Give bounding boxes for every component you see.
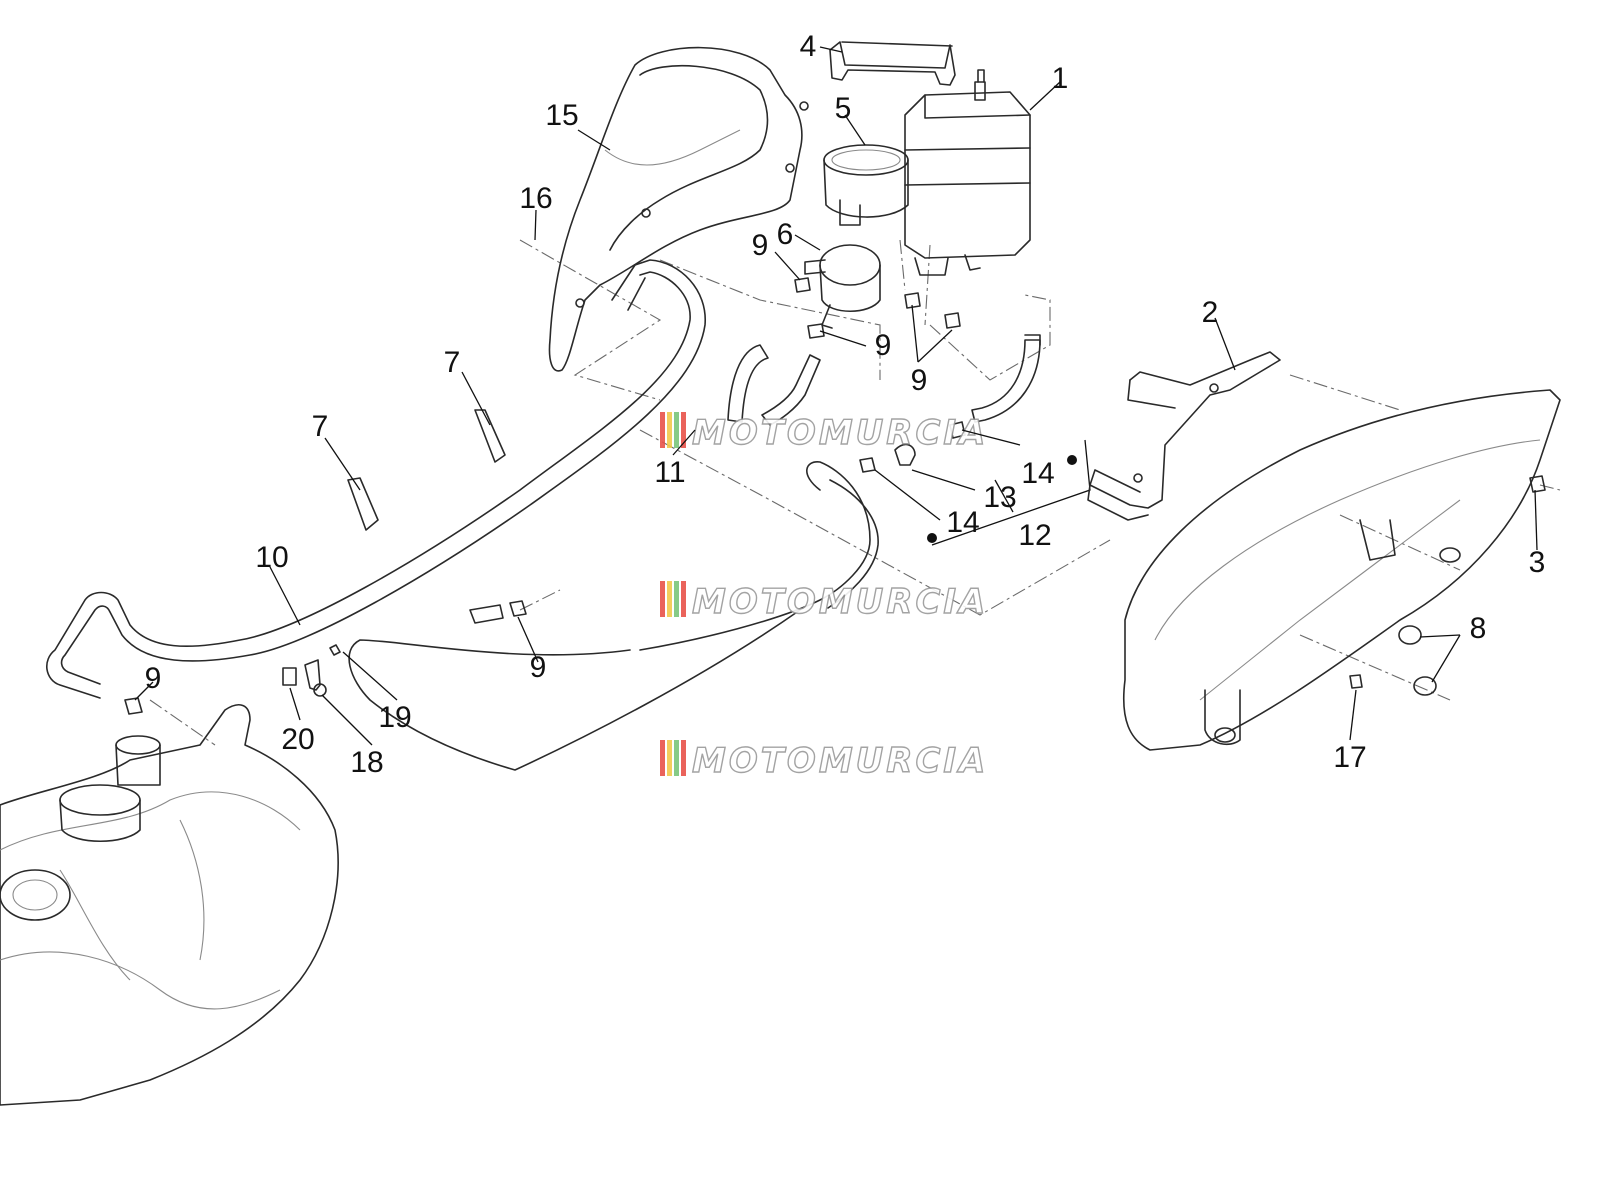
- watermark-stripe: [660, 740, 665, 776]
- mounting-bracket: [1087, 351, 1281, 521]
- check-valve: [804, 244, 881, 329]
- watermark-stripe: [660, 412, 665, 448]
- watermark-stripe: [660, 581, 665, 617]
- vent-hose-long: [46, 259, 706, 699]
- part-callout-9c: 9: [911, 364, 928, 397]
- watermark-stripe: [674, 581, 679, 617]
- canister-clamp: [823, 144, 909, 226]
- part-callout-8: 8: [1470, 612, 1487, 645]
- watermark-stripe: [681, 740, 686, 776]
- part-callout-18: 18: [350, 746, 383, 779]
- part-callout-14b: 14: [946, 506, 979, 539]
- part-callout-6: 6: [777, 218, 794, 251]
- hose-clips: [347, 409, 506, 531]
- watermark-text: MOTOMURCIA: [692, 413, 988, 453]
- carbon-canister: [904, 69, 1031, 276]
- part-callout-9a: 9: [752, 229, 769, 262]
- part-callout-9d: 9: [530, 651, 547, 684]
- watermark-stripe: [667, 740, 672, 776]
- canister-strap: [829, 41, 956, 86]
- watermark-stripe: [681, 412, 686, 448]
- watermark-stripe: [667, 581, 672, 617]
- watermark-text: MOTOMURCIA: [692, 582, 988, 622]
- part-callout-4: 4: [800, 30, 817, 63]
- watermark-stripes: [660, 412, 686, 448]
- grommets-and-nuts: [1349, 475, 1546, 696]
- heat-shield: [548, 46, 809, 372]
- watermark-stripe: [674, 412, 679, 448]
- watermark: MOTOMURCIA MOTOMURCIA MOTOMURCIA: [660, 412, 988, 782]
- part-callout-1: 1: [1052, 62, 1069, 95]
- part-callout-12: 12: [1018, 519, 1051, 552]
- watermark-text: MOTOMURCIA: [692, 741, 988, 781]
- watermark-stripe: [681, 581, 686, 617]
- part-callout-17: 17: [1333, 741, 1366, 774]
- part-callout-14a: 14: [1021, 457, 1054, 490]
- leader-lines: [134, 46, 1538, 746]
- part-callout-10: 10: [255, 541, 288, 574]
- small-mount-parts: [282, 644, 341, 697]
- part-callout-7b: 7: [312, 410, 329, 443]
- part-callouts: 1 2 3 4 5 6 7 7 8 9 9 9 9 9 10 11 12 13 …: [145, 30, 1546, 779]
- watermark-stripe: [667, 412, 672, 448]
- watermark-stripe: [674, 740, 679, 776]
- hose-clamps: [124, 277, 961, 715]
- fuel-tank: [0, 704, 339, 1106]
- watermark-stripes: [660, 740, 686, 776]
- part-callout-9e: 9: [145, 662, 162, 695]
- part-callout-20: 20: [281, 723, 314, 756]
- part-callout-15: 15: [545, 99, 578, 132]
- part-callout-7a: 7: [444, 346, 461, 379]
- watermark-stripes: [660, 581, 686, 617]
- part-callout-11: 11: [654, 456, 685, 489]
- frame-body: [1122, 389, 1561, 751]
- part-callout-5: 5: [835, 92, 852, 125]
- short-hoses: [727, 344, 821, 426]
- part-callout-2: 2: [1202, 296, 1219, 329]
- part-callout-19: 19: [378, 701, 411, 734]
- part-callout-9b: 9: [875, 329, 892, 362]
- part-callout-16: 16: [519, 182, 552, 215]
- part-callout-3: 3: [1529, 546, 1546, 579]
- part-callout-13: 13: [983, 481, 1016, 514]
